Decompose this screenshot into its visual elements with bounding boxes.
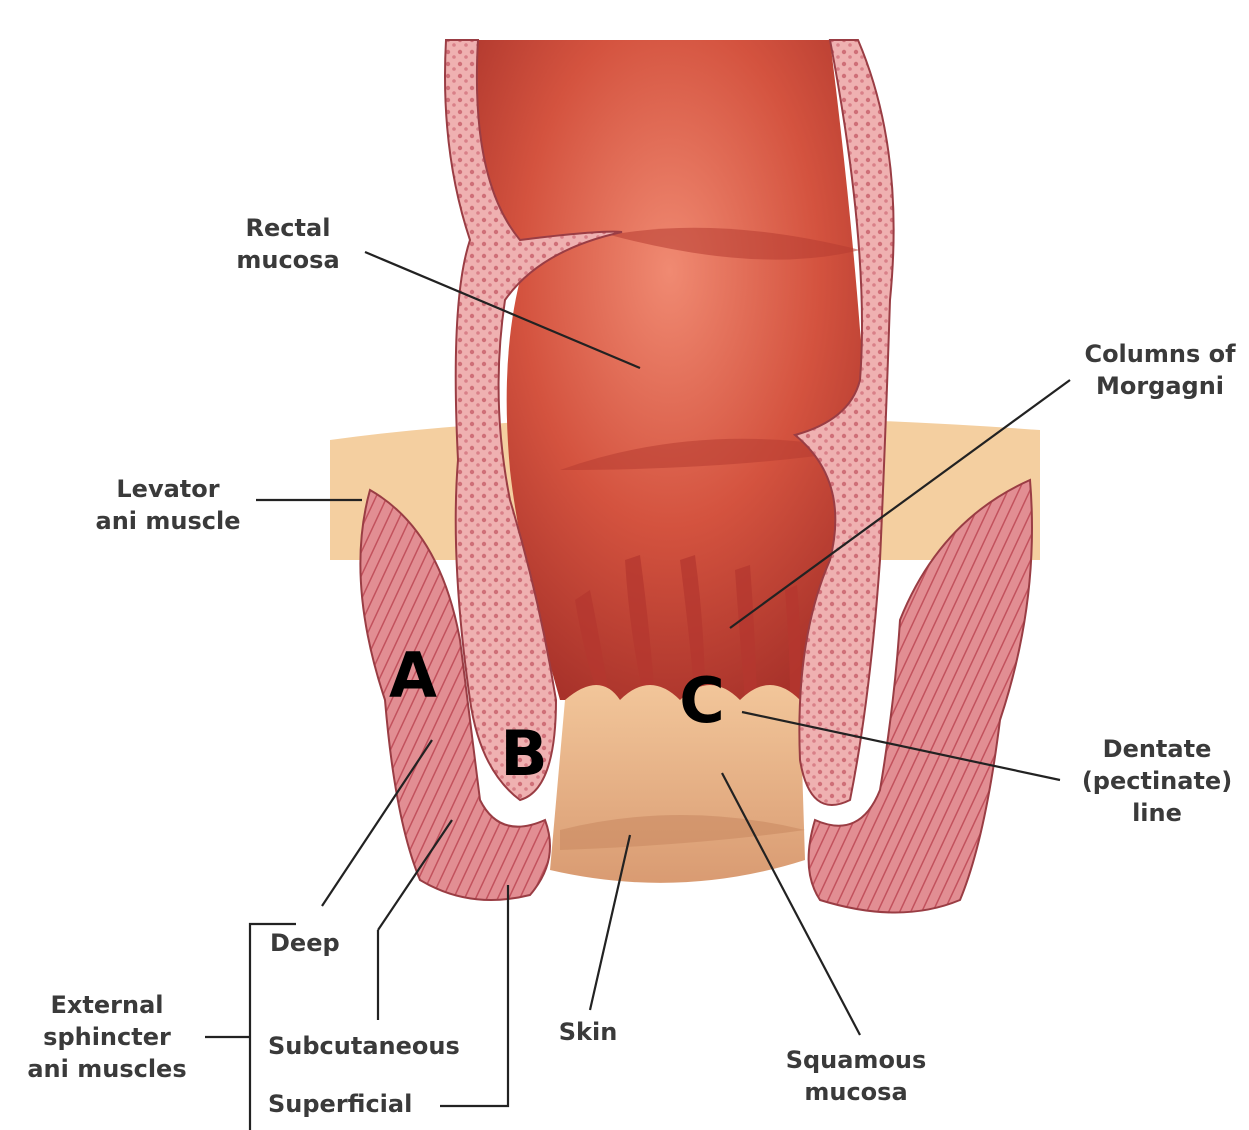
label-external-line1: External bbox=[51, 991, 164, 1019]
label-rectal-mucosa-line2: mucosa bbox=[236, 246, 339, 274]
label-squamous-line2: mucosa bbox=[804, 1078, 907, 1106]
label-subcutaneous: Subcutaneous bbox=[268, 1032, 460, 1060]
label-external-line2: sphincter bbox=[43, 1023, 171, 1051]
marker-b: B bbox=[500, 717, 547, 790]
label-rectal-mucosa-line1: Rectal bbox=[246, 214, 331, 242]
label-levator-line1: Levator bbox=[116, 475, 219, 503]
label-dentate-line3: line bbox=[1132, 799, 1182, 827]
label-squamous-line1: Squamous bbox=[786, 1046, 927, 1074]
label-superficial: Superficial bbox=[268, 1090, 412, 1118]
label-columns-line2: Morgagni bbox=[1096, 372, 1224, 400]
label-dentate-line1: Dentate bbox=[1103, 735, 1212, 763]
marker-a: A bbox=[389, 639, 437, 712]
label-external-line3: ani muscles bbox=[27, 1055, 186, 1083]
label-columns-line1: Columns of bbox=[1084, 340, 1236, 368]
label-levator-line2: ani muscle bbox=[96, 507, 241, 535]
anal-canal bbox=[550, 685, 805, 883]
label-dentate-line2: (pectinate) bbox=[1082, 767, 1232, 795]
label-deep: Deep bbox=[270, 929, 340, 957]
marker-c: C bbox=[679, 664, 725, 737]
label-skin: Skin bbox=[559, 1018, 618, 1046]
